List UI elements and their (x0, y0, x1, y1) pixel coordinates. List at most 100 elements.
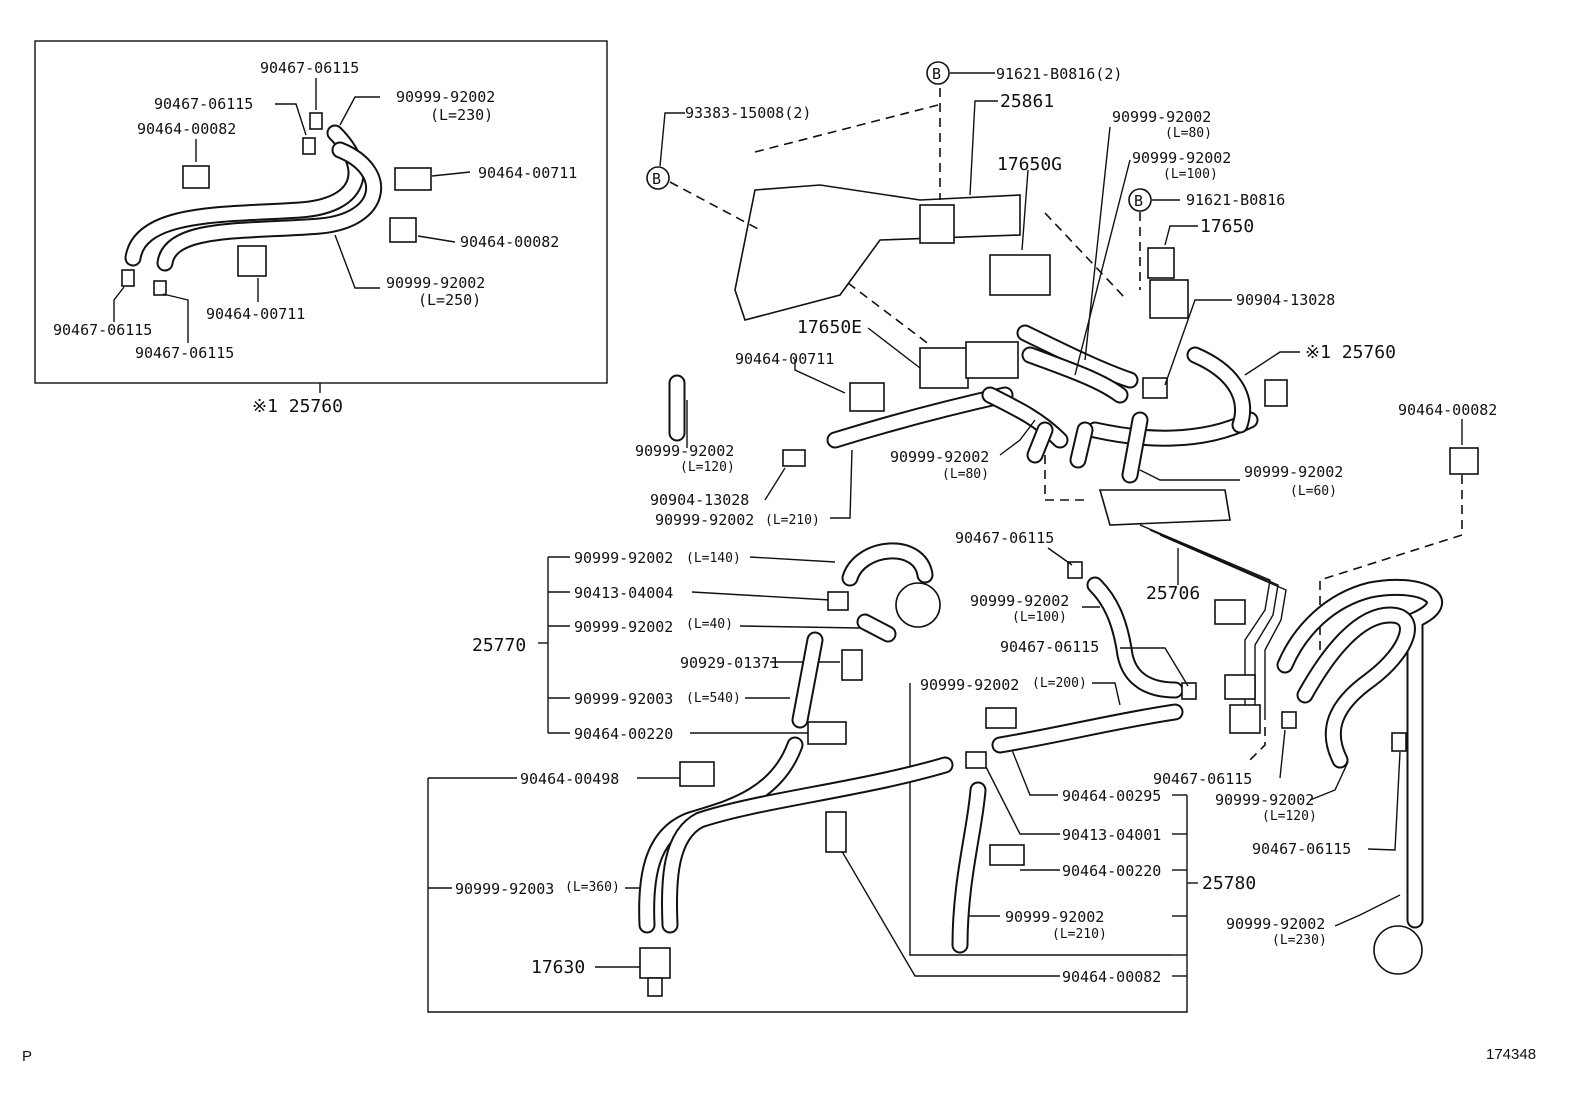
sensor-17630 (639, 947, 671, 979)
inset-label-clip-1: 90467-06115 (260, 59, 359, 77)
inset-label-clip-2: 90467-06115 (154, 95, 253, 113)
inset-label-clip-6: 90467-06115 (135, 344, 234, 362)
label-hose-l210-a-length: (L=210) (765, 513, 820, 528)
inset-label-hose-250: 90999-92002 (386, 274, 485, 292)
label-90464-00082-right: 90464-00082 (1398, 401, 1497, 419)
hose-clip (1067, 561, 1083, 579)
bracket-tab (1224, 674, 1256, 700)
inset-label-clamp-1: 90464-00711 (478, 164, 577, 182)
label-hose-l80-b-length: (L=80) (942, 467, 989, 482)
clip-part (182, 165, 210, 189)
vsv-17650 (1149, 279, 1189, 319)
bracket-boss (919, 204, 955, 244)
label-90467-06115-a: 90467-06115 (955, 529, 1054, 547)
clamp-00498 (679, 761, 715, 787)
inset-label-clip-3: 90464-00082 (137, 120, 236, 138)
figure-number: 174348 (1486, 1046, 1537, 1063)
inset-caption: ※1 25760 (252, 396, 343, 417)
label-25770-hose-l540-length: (L=540) (686, 691, 741, 706)
label-hose-l60: 90999-92002 (1244, 463, 1343, 481)
label-25770-part-01371: 90929-01371 (680, 654, 779, 672)
label-25861: 25861 (1000, 91, 1054, 112)
marker-b-1 (926, 61, 950, 85)
label-90413-04001: 90413-04001 (1062, 826, 1161, 844)
label-hose-l120-b: 90999-92002 (1215, 791, 1314, 809)
svg-text:B: B (1134, 192, 1143, 210)
upper-assembly: B B B 91621-B0816(2) 91621-B0816 93383-1… (635, 61, 1497, 734)
label-25770-hose-l140: 90999-92002 (574, 549, 673, 567)
vsv-17650g (989, 254, 1051, 296)
hose-clip (121, 269, 135, 287)
vacuum-actuator-small (895, 582, 941, 628)
label-hose-l120-a-length: (L=120) (680, 460, 735, 475)
bracket-25861 (734, 184, 1021, 321)
label-hose-l200-length: (L=200) (1032, 676, 1087, 691)
footer-left-marker: P (22, 1048, 33, 1065)
label-90904-13028-a: 90904-13028 (1236, 291, 1335, 309)
label-17650e: 17650E (797, 317, 862, 338)
hose-clip (1391, 732, 1407, 752)
inset-label-clip-4: 90464-00082 (460, 233, 559, 251)
label-hose-l360: 90999-92003 (455, 880, 554, 898)
tee-04001 (965, 751, 987, 769)
label-hose-l120-b-length: (L=120) (1262, 809, 1317, 824)
label-25770-hose-l540: 90999-92003 (574, 690, 673, 708)
label-91621-b0816: 91621-B0816 (1186, 191, 1285, 209)
label-25706: 25706 (1146, 583, 1200, 604)
label-25760-ref: ※1 25760 (1305, 342, 1396, 363)
label-hose-l230-length: (L=230) (1272, 933, 1327, 948)
hose-clip (1281, 711, 1297, 729)
vacuum-actuator (1373, 925, 1423, 975)
clamp-00220 (807, 721, 847, 745)
label-90464-00082-bottom: 90464-00082 (1062, 968, 1161, 986)
clip (1264, 379, 1288, 407)
label-hose-l230: 90999-92002 (1226, 915, 1325, 933)
label-hose-l210-a: 90999-92002 (655, 511, 754, 529)
clamp-00711 (849, 382, 885, 412)
label-90904-13028-b: 90904-13028 (650, 491, 749, 509)
inset-label-hose-230: 90999-92002 (396, 88, 495, 106)
marker-b-2 (646, 166, 670, 190)
label-hose-l100-b: 90999-92002 (970, 592, 1069, 610)
sensor-17630-stem (647, 977, 663, 997)
hose-clip (153, 280, 167, 296)
label-hose-l200: 90999-92002 (920, 676, 1019, 694)
label-hose-l100-a: 90999-92002 (1132, 149, 1231, 167)
connector-13028 (782, 449, 806, 467)
label-hose-l100-b-length: (L=100) (1012, 610, 1067, 625)
label-90467-06115-d: 90467-06115 (1252, 840, 1351, 858)
bracket-foot (1229, 704, 1261, 734)
label-90467-06115-c: 90467-06115 (1153, 770, 1252, 788)
label-hose-l360-length: (L=360) (565, 880, 620, 895)
connector-13028 (1142, 377, 1168, 399)
label-90467-06115-b: 90467-06115 (1000, 638, 1099, 656)
bracket-25706 (1098, 489, 1231, 526)
label-hose-l80-a: 90999-92002 (1112, 108, 1211, 126)
vsv-17650e-body (965, 341, 1019, 379)
label-90464-00498: 90464-00498 (520, 770, 619, 788)
clamp-00295 (985, 707, 1017, 729)
clamp-part (237, 245, 267, 277)
label-17650: 17650 (1200, 216, 1254, 237)
hose-clip (302, 137, 316, 155)
label-25770-hose-l40: 90999-92002 (574, 618, 673, 636)
label-25780: 25780 (1202, 873, 1256, 894)
clip-part (389, 217, 417, 243)
label-hose-l100-a-length: (L=100) (1163, 167, 1218, 182)
group-25780: 90464-00498 90999-92003 (L=360) 90464-00… (427, 682, 1256, 1013)
label-25770-clamp: 90464-00220 (574, 725, 673, 743)
hose-clip (1181, 682, 1197, 700)
clip-00082 (1449, 447, 1479, 475)
label-hose-l210-b: 90999-92002 (1005, 908, 1104, 926)
label-25770-tee: 90413-04004 (574, 584, 673, 602)
clip-00082 (825, 811, 847, 853)
vsv-17650-top (1147, 247, 1175, 279)
label-25770-hose-l40-length: (L=40) (686, 617, 733, 632)
inset-frame (34, 40, 608, 384)
bracket-tab (1214, 599, 1246, 625)
group-25770: 25770 90999-92002 (L=140) 90413-04004 90… (472, 542, 941, 745)
inset-label-clamp-2: 90464-00711 (206, 305, 305, 323)
label-hose-l120-a: 90999-92002 (635, 442, 734, 460)
label-90464-00295: 90464-00295 (1062, 787, 1161, 805)
